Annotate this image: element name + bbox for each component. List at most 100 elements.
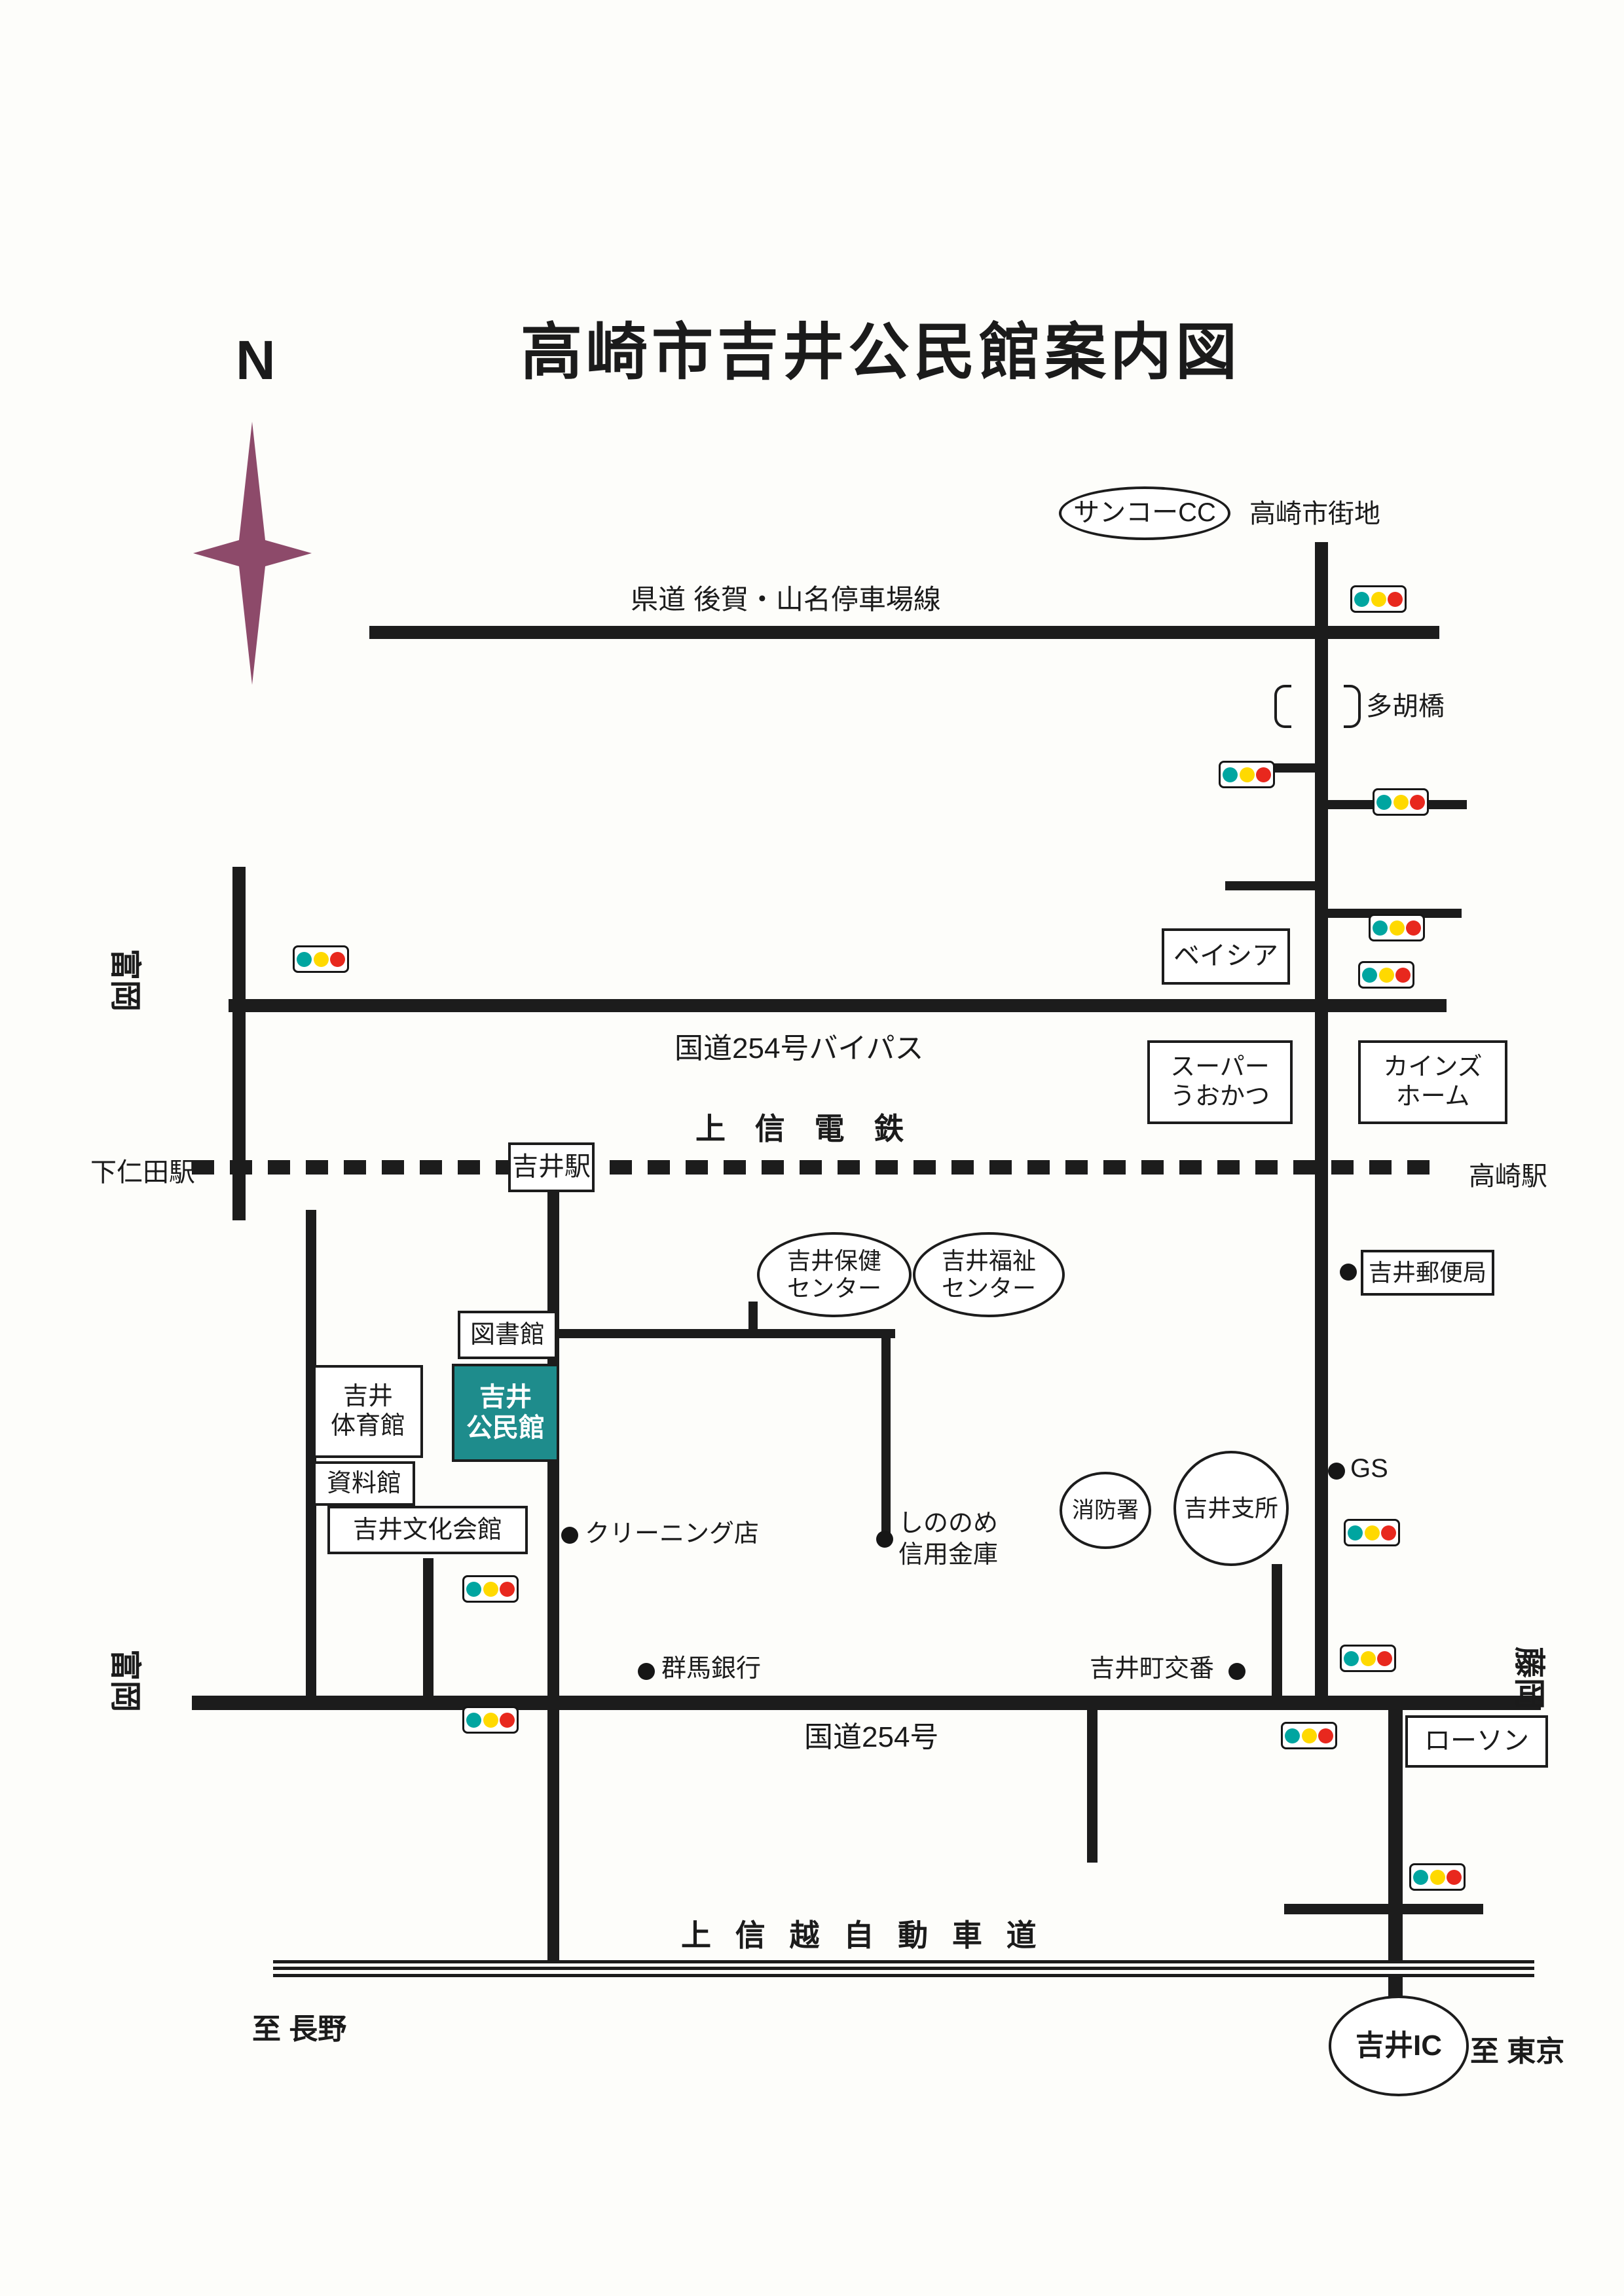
traffic-signal-icon bbox=[1344, 1519, 1400, 1546]
yellow-light-icon bbox=[483, 1712, 498, 1728]
expressway-label: 上 信 越 自 動 車 道 bbox=[681, 1918, 1044, 1952]
red-light-icon bbox=[1318, 1728, 1334, 1743]
yellow-light-icon bbox=[1364, 1525, 1380, 1540]
yellow-light-icon bbox=[313, 951, 329, 967]
cleaning-dot-icon bbox=[561, 1527, 578, 1544]
shimonita-station-label: 下仁田駅 bbox=[90, 1158, 195, 1187]
museum-box: 資料館 bbox=[313, 1461, 415, 1506]
cleaning-shop-label: クリーニング店 bbox=[585, 1520, 760, 1548]
road-minor-south bbox=[1087, 1710, 1098, 1863]
hoken-center-ellipse: 吉井保健 センター bbox=[757, 1232, 912, 1317]
traffic-signal-icon bbox=[1373, 788, 1429, 816]
fukushi-center-ellipse: 吉井福祉 センター bbox=[913, 1232, 1065, 1317]
compass-north-label: N bbox=[236, 329, 276, 391]
traffic-signal-icon bbox=[1350, 585, 1407, 613]
yellow-light-icon bbox=[1239, 767, 1255, 782]
traffic-signal-icon bbox=[1281, 1722, 1337, 1749]
green-light-icon bbox=[296, 951, 312, 967]
road-west-vertical bbox=[232, 867, 246, 1220]
green-light-icon bbox=[1347, 1525, 1363, 1540]
tago-bridge-label: 多胡橋 bbox=[1366, 692, 1445, 721]
green-light-icon bbox=[466, 1581, 481, 1597]
red-light-icon bbox=[1395, 967, 1411, 983]
to-tokyo-label: 至 東京 bbox=[1470, 2035, 1565, 2068]
green-light-icon bbox=[1412, 1869, 1428, 1885]
post-office-box: 吉井郵便局 bbox=[1361, 1250, 1494, 1296]
bunka-kaikan-box: 吉井文化会館 bbox=[327, 1506, 528, 1554]
green-light-icon bbox=[1361, 967, 1377, 983]
shinonome-dot-icon bbox=[876, 1531, 893, 1548]
road-main-north-south bbox=[1315, 542, 1328, 1709]
red-light-icon bbox=[1406, 920, 1422, 936]
road-kendo bbox=[369, 626, 1439, 639]
traffic-signal-icon bbox=[1369, 914, 1425, 941]
road-r254-bypass bbox=[229, 999, 1447, 1012]
red-light-icon bbox=[1388, 591, 1403, 607]
bridge-mark-right-icon bbox=[1344, 685, 1361, 728]
gs-dot-icon bbox=[1328, 1463, 1345, 1480]
post-office-dot-icon bbox=[1340, 1264, 1357, 1281]
red-light-icon bbox=[1447, 1869, 1462, 1885]
yellow-light-icon bbox=[1393, 794, 1409, 810]
fujioka-direction-label: 藤岡 bbox=[1511, 1646, 1547, 1710]
road-r254 bbox=[192, 1696, 1541, 1710]
to-nagano-label: 至 長野 bbox=[252, 2013, 347, 2045]
road-block-west bbox=[306, 1210, 316, 1707]
yellow-light-icon bbox=[1389, 920, 1405, 936]
green-light-icon bbox=[1372, 920, 1388, 936]
koban-dot-icon bbox=[1228, 1663, 1246, 1680]
gunma-bank-label: 群馬銀行 bbox=[661, 1655, 762, 1683]
sanko-cc-ellipse: サンコーCC bbox=[1059, 486, 1230, 540]
r254-label: 国道254号 bbox=[804, 1721, 939, 1753]
traffic-signal-icon bbox=[462, 1575, 519, 1603]
cainz-home-box: カインズ ホーム bbox=[1358, 1040, 1507, 1124]
traffic-signal-icon bbox=[462, 1706, 519, 1734]
green-light-icon bbox=[1284, 1728, 1300, 1743]
tomioka-direction-bottom-label: 富岡 bbox=[107, 1649, 143, 1713]
tomioka-direction-top-label: 富岡 bbox=[107, 948, 143, 1012]
compass-star-icon bbox=[193, 422, 312, 685]
green-light-icon bbox=[466, 1712, 481, 1728]
yellow-light-icon bbox=[1360, 1650, 1376, 1666]
takasaki-station-label: 高崎駅 bbox=[1469, 1162, 1547, 1191]
yoshii-ic-ellipse: 吉井IC bbox=[1329, 1995, 1469, 2096]
green-light-icon bbox=[1354, 591, 1369, 607]
red-light-icon bbox=[500, 1712, 515, 1728]
super-uokatsu-box: スーパー うおかつ bbox=[1147, 1040, 1293, 1124]
traffic-signal-icon bbox=[1358, 961, 1414, 989]
shinonome-bank-label: しののめ 信用金庫 bbox=[898, 1510, 999, 1569]
gs-label: GS bbox=[1350, 1454, 1388, 1483]
map-title: 高崎市吉井公民館案内図 bbox=[520, 318, 1241, 386]
expressway-joshinetsu bbox=[273, 1960, 1534, 1977]
green-light-icon bbox=[1222, 767, 1238, 782]
red-light-icon bbox=[1381, 1525, 1397, 1540]
road-hoken-link bbox=[748, 1302, 758, 1336]
gym-box: 吉井 体育館 bbox=[313, 1365, 423, 1458]
railway-label: 上 信 電 鉄 bbox=[695, 1112, 915, 1146]
road-station-south bbox=[547, 1185, 559, 1960]
traffic-signal-icon bbox=[1219, 761, 1275, 788]
traffic-signal-icon bbox=[293, 945, 349, 973]
road-stub-e bbox=[1284, 1904, 1483, 1914]
koban-label: 吉井町交番 bbox=[1090, 1655, 1215, 1683]
red-light-icon bbox=[1410, 794, 1426, 810]
road-mid-horizontal bbox=[553, 1329, 895, 1338]
lawson-box: ローソン bbox=[1405, 1715, 1548, 1768]
yellow-light-icon bbox=[1371, 591, 1386, 607]
road-shisho-link bbox=[1272, 1564, 1282, 1702]
road-bunka-south bbox=[423, 1558, 434, 1709]
yellow-light-icon bbox=[483, 1581, 498, 1597]
bridge-mark-left-icon bbox=[1274, 685, 1291, 728]
traffic-signal-icon bbox=[1340, 1645, 1396, 1672]
takasaki-city-label: 高崎市街地 bbox=[1249, 500, 1380, 528]
green-light-icon bbox=[1376, 794, 1392, 810]
yoshii-station-box: 吉井駅 bbox=[508, 1142, 595, 1192]
railway-joshin-line bbox=[192, 1160, 1433, 1175]
red-light-icon bbox=[1377, 1650, 1393, 1666]
fire-dept-ellipse: 消防署 bbox=[1060, 1472, 1151, 1549]
yellow-light-icon bbox=[1378, 967, 1394, 983]
kominkan-box: 吉井 公民館 bbox=[452, 1364, 559, 1462]
yellow-light-icon bbox=[1301, 1728, 1317, 1743]
traffic-signal-icon bbox=[1409, 1863, 1466, 1891]
